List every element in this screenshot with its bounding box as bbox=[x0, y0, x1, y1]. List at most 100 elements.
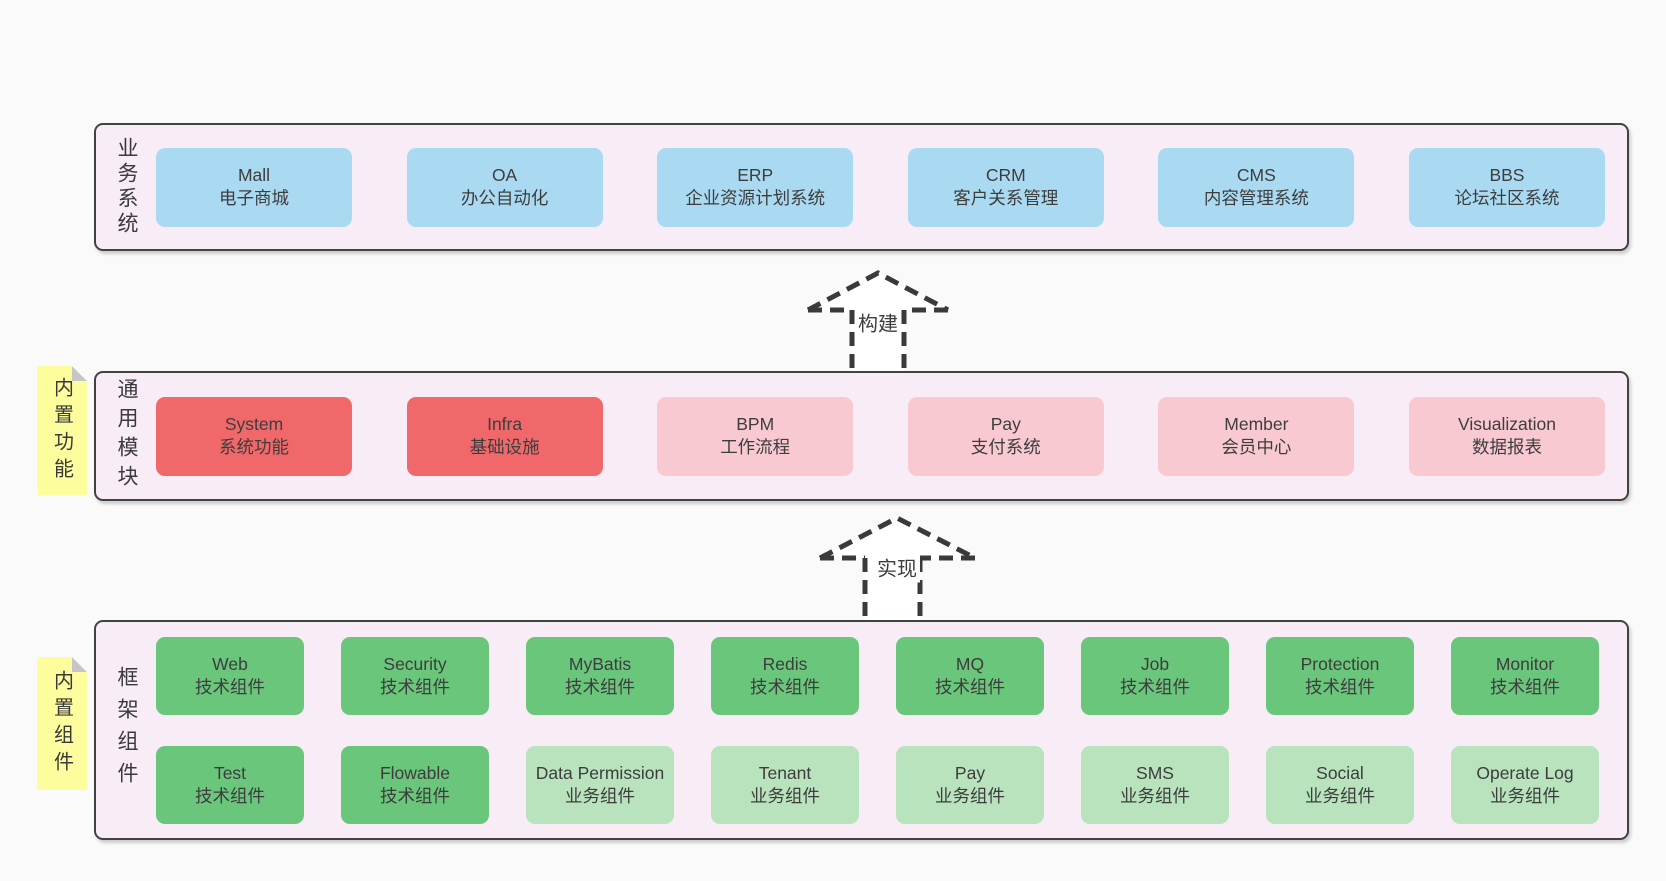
sticky-note-text: 内置组件 bbox=[50, 669, 73, 778]
box-mall: Mall 电子商城 bbox=[156, 147, 352, 227]
box-pay-module: Pay 支付系统 bbox=[907, 396, 1104, 476]
box-name: Web bbox=[212, 653, 248, 674]
sticky-note-text: 内置功能 bbox=[50, 376, 73, 485]
box-name: OA bbox=[491, 165, 518, 185]
sticky-note-built-in-features: 内置功能 bbox=[37, 366, 87, 495]
box-desc: 技术组件 bbox=[1305, 676, 1375, 697]
box-name: MQ bbox=[955, 653, 985, 674]
box-name: Tenant bbox=[758, 762, 812, 783]
box-social: Social 业务组件 bbox=[1266, 745, 1414, 824]
box-mybatis: MyBatis 技术组件 bbox=[526, 636, 674, 715]
box-erp: ERP 企业资源计划系统 bbox=[657, 147, 854, 227]
box-name: Test bbox=[213, 762, 247, 783]
box-desc: 基础设施 bbox=[469, 437, 540, 457]
box-desc: 业务组件 bbox=[565, 785, 635, 806]
layer-business-systems: 业务系统 Mall 电子商城 OA 办公自动化 ERP 企业资源计划系统 CRM… bbox=[94, 123, 1629, 251]
box-visualization: Visualization 数据报表 bbox=[1408, 396, 1605, 476]
box-name: Member bbox=[1224, 414, 1289, 434]
box-name: Infra bbox=[487, 414, 523, 434]
box-pay-component: Pay 业务组件 bbox=[896, 745, 1044, 824]
box-name: CRM bbox=[985, 165, 1026, 185]
box-tenant: Tenant 业务组件 bbox=[711, 745, 859, 824]
component-row-1: Web 技术组件 Security 技术组件 MyBatis 技术组件 Redi… bbox=[156, 636, 1599, 715]
box-desc: 技术组件 bbox=[565, 676, 635, 697]
box-name: ERP bbox=[737, 165, 774, 185]
box-name: Operate Log bbox=[1476, 762, 1574, 783]
layer-label-column: 框架组件 bbox=[96, 622, 156, 838]
box-desc: 技术组件 bbox=[380, 785, 450, 806]
box-name: Pay bbox=[954, 762, 986, 783]
box-job: Job 技术组件 bbox=[1081, 636, 1229, 715]
box-protection: Protection 技术组件 bbox=[1266, 636, 1414, 715]
box-redis: Redis 技术组件 bbox=[711, 636, 859, 715]
box-name: Protection bbox=[1300, 653, 1380, 674]
box-crm: CRM 客户关系管理 bbox=[907, 147, 1104, 227]
box-name: System bbox=[224, 414, 284, 434]
box-desc: 工作流程 bbox=[720, 437, 791, 457]
box-monitor: Monitor 技术组件 bbox=[1451, 636, 1599, 715]
common-module-boxes: System 系统功能 Infra 基础设施 BPM 工作流程 Pay 支付系统… bbox=[156, 373, 1627, 499]
folded-corner-icon bbox=[72, 657, 87, 672]
box-mq: MQ 技术组件 bbox=[896, 636, 1044, 715]
box-operate-log: Operate Log 业务组件 bbox=[1451, 745, 1599, 824]
box-security: Security 技术组件 bbox=[341, 636, 489, 715]
box-desc: 业务组件 bbox=[750, 785, 820, 806]
box-system: System 系统功能 bbox=[156, 396, 352, 476]
box-bbs: BBS 论坛社区系统 bbox=[1408, 147, 1605, 227]
build-arrow-label: 构建 bbox=[855, 312, 901, 338]
layer-label-column: 通用模块 bbox=[96, 373, 156, 499]
layer-label-column: 业务系统 bbox=[96, 125, 156, 249]
box-desc: 电子商城 bbox=[219, 188, 289, 208]
layer-title: 通用模块 bbox=[115, 378, 138, 494]
component-row-2: Test 技术组件 Flowable 技术组件 Data Permission … bbox=[156, 745, 1599, 824]
box-desc: 数据报表 bbox=[1471, 437, 1542, 457]
box-desc: 系统功能 bbox=[219, 437, 289, 457]
box-name: Security bbox=[383, 653, 447, 674]
implement-arrow: 实现 bbox=[818, 511, 977, 620]
business-system-boxes: Mall 电子商城 OA 办公自动化 ERP 企业资源计划系统 CRM 客户关系… bbox=[156, 125, 1627, 249]
layer-common-modules: 通用模块 System 系统功能 Infra 基础设施 BPM 工作流程 Pay… bbox=[94, 371, 1629, 501]
box-name: Social bbox=[1316, 762, 1364, 783]
box-sms: SMS 业务组件 bbox=[1081, 745, 1229, 824]
box-bpm: BPM 工作流程 bbox=[657, 396, 854, 476]
box-cms: CMS 内容管理系统 bbox=[1158, 147, 1355, 227]
box-name: Flowable bbox=[379, 762, 451, 783]
box-name: Visualization bbox=[1458, 414, 1556, 434]
box-web: Web 技术组件 bbox=[156, 636, 304, 715]
box-desc: 技术组件 bbox=[195, 785, 265, 806]
box-desc: 客户关系管理 bbox=[953, 188, 1059, 208]
box-desc: 内容管理系统 bbox=[1203, 188, 1309, 208]
box-desc: 业务组件 bbox=[1120, 785, 1190, 806]
box-member: Member 会员中心 bbox=[1158, 396, 1355, 476]
folded-corner-icon bbox=[72, 366, 87, 381]
box-name: MyBatis bbox=[568, 653, 632, 674]
box-desc: 技术组件 bbox=[1490, 676, 1560, 697]
box-name: BBS bbox=[1489, 165, 1525, 185]
box-name: Pay bbox=[990, 414, 1021, 434]
box-desc: 技术组件 bbox=[380, 676, 450, 697]
box-desc: 业务组件 bbox=[1490, 785, 1560, 806]
box-desc: 技术组件 bbox=[195, 676, 265, 697]
box-desc: 技术组件 bbox=[935, 676, 1005, 697]
box-name: Redis bbox=[762, 653, 808, 674]
box-name: SMS bbox=[1136, 762, 1174, 783]
box-name: Job bbox=[1140, 653, 1170, 674]
implement-arrow-label: 实现 bbox=[874, 557, 920, 583]
box-desc: 技术组件 bbox=[1120, 676, 1190, 697]
box-desc: 办公自动化 bbox=[460, 188, 549, 208]
box-desc: 业务组件 bbox=[1305, 785, 1375, 806]
framework-component-grid: Web 技术组件 Security 技术组件 MyBatis 技术组件 Redi… bbox=[156, 622, 1627, 838]
build-arrow: 构建 bbox=[805, 268, 951, 371]
box-name: BPM bbox=[736, 414, 775, 434]
box-oa: OA 办公自动化 bbox=[406, 147, 603, 227]
box-desc: 企业资源计划系统 bbox=[685, 188, 826, 208]
box-desc: 业务组件 bbox=[935, 785, 1005, 806]
box-desc: 会员中心 bbox=[1221, 437, 1292, 457]
sticky-note-built-in-components: 内置组件 bbox=[37, 657, 87, 790]
box-desc: 技术组件 bbox=[750, 676, 820, 697]
box-desc: 论坛社区系统 bbox=[1454, 188, 1560, 208]
box-name: Data Permission bbox=[535, 762, 665, 783]
box-flowable: Flowable 技术组件 bbox=[341, 745, 489, 824]
box-name: Mall bbox=[237, 165, 271, 185]
layer-framework-components: 框架组件 Web 技术组件 Security 技术组件 MyBatis 技术组件… bbox=[94, 620, 1629, 840]
